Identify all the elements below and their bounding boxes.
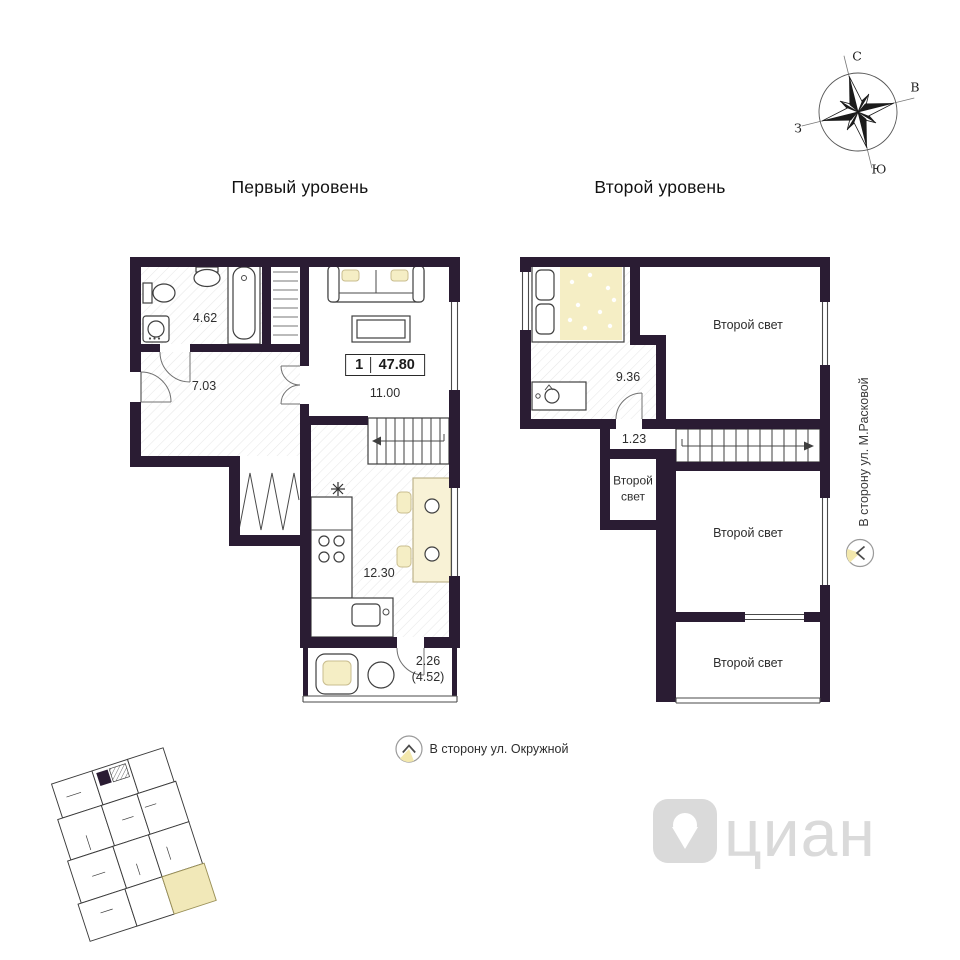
floor2-plan: [520, 257, 830, 704]
site-plan-mini: [50, 747, 217, 942]
cian-watermark-logo: [653, 799, 717, 863]
chair-icon: [396, 491, 412, 514]
stairs2-direction-arrow: [804, 441, 814, 451]
bed-icon: [531, 263, 625, 343]
second-light-label-2: Второй свет: [613, 473, 653, 503]
floor2-doors: [615, 392, 643, 420]
living-furniture: [327, 265, 425, 343]
floor1-windows: [140, 302, 459, 576]
compass-rose: [801, 55, 915, 169]
floor1-plan: [130, 257, 460, 703]
stairs-direction-arrow: [372, 436, 381, 446]
total-area: 47.80: [378, 357, 415, 373]
site-plan-highlighted-unit: [161, 862, 217, 915]
stairs-floor2: [675, 428, 821, 463]
bathroom-fixtures: [142, 261, 261, 345]
round-table-icon: [367, 661, 395, 689]
desk-icon: [531, 381, 587, 411]
floor2-windows: [521, 272, 829, 704]
floor1-walls: [130, 257, 460, 648]
pillow-icon: [535, 269, 555, 301]
second-light-label-4: Второй свет: [713, 656, 783, 670]
second-light-label-1: Второй свет: [713, 318, 783, 332]
closet-shelves: [273, 271, 298, 336]
bedroom-area-label: 9.36: [615, 370, 641, 384]
gas-symbol: [331, 482, 345, 496]
wardrobe-zigzag: [238, 472, 300, 531]
sink-icon: [193, 268, 221, 288]
living-area-label: 11.00: [369, 386, 401, 400]
cian-watermark-text: циан: [724, 796, 876, 870]
balcony: [302, 648, 458, 703]
bathroom-area-label: 4.62: [192, 311, 218, 325]
direction-icon-bottom: [395, 735, 423, 763]
kitchen-furniture: [310, 477, 452, 638]
compass-label-south: Ю: [871, 161, 887, 177]
dining-table-icon: [412, 477, 452, 583]
lamp-icon: [544, 388, 560, 404]
level1-title: Первый уровень: [231, 177, 369, 197]
corridor-area-label: 1.23: [621, 432, 647, 446]
street-direction-right: В сторону ул. М.Расковой: [857, 377, 871, 527]
pillow-icon-2: [535, 303, 555, 335]
stairs-floor1: [367, 417, 450, 465]
hall-area-label: 7.03: [191, 379, 217, 393]
floor1-doors: [140, 351, 425, 676]
compass-label-north: С: [852, 48, 862, 64]
unit-number: 1: [355, 357, 364, 373]
toilet-icon: [152, 283, 176, 303]
apartment-summary-box: 1 47.80: [345, 354, 425, 376]
balcony-area-label: 2.26: [415, 654, 441, 668]
direction-icon-right: [845, 538, 875, 568]
kitchen-area-label: 12.30: [363, 566, 395, 580]
site-plan-core: [96, 769, 112, 787]
kitchen-counter: [310, 496, 353, 599]
floor2-walls: [520, 257, 830, 702]
compass-label-east: В: [910, 79, 920, 95]
level2-title: Второй уровень: [594, 177, 726, 197]
hall-floor: [141, 352, 300, 456]
compass-label-west: З: [794, 120, 802, 136]
burner-icon: [318, 535, 330, 547]
second-light-label-3: Второй свет: [713, 526, 783, 540]
summary-divider: [370, 357, 372, 373]
street-direction-bottom: В сторону ул. Окружной: [429, 742, 569, 756]
kitchen-sink-icon: [351, 603, 381, 627]
balcony-area-full-label: (4.52): [411, 670, 445, 684]
chair-icon-2: [396, 545, 412, 568]
